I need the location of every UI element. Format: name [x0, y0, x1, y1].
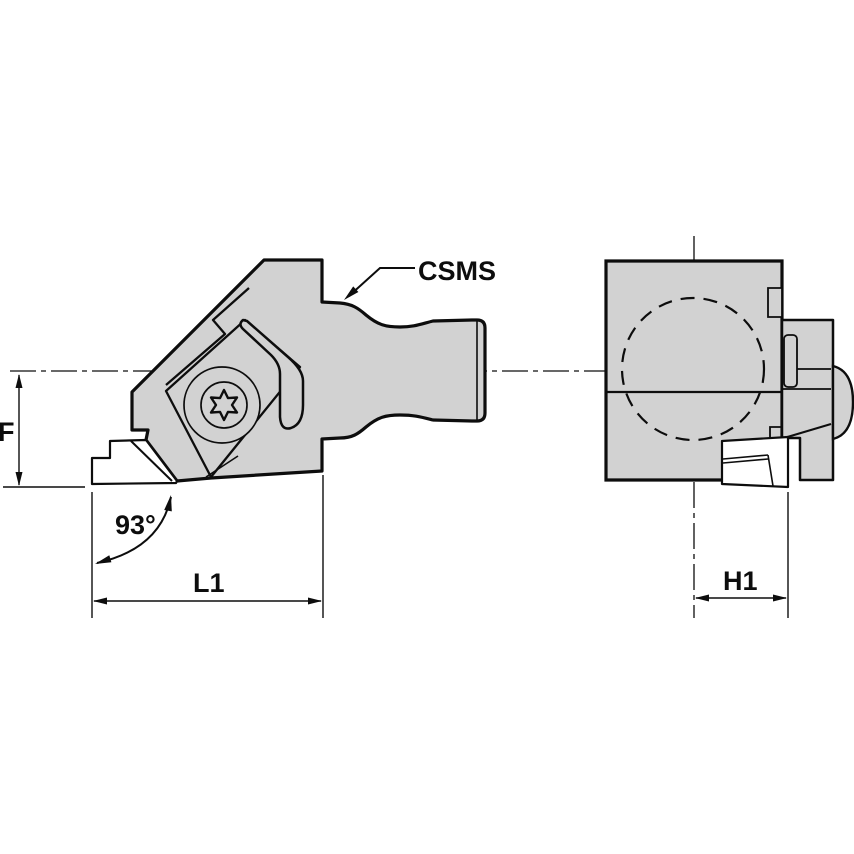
leader-line	[349, 268, 415, 296]
blade-slot-line	[166, 288, 249, 385]
l1-arrow-right	[308, 597, 322, 605]
keyway-notch	[768, 288, 782, 317]
f-label: F	[0, 417, 15, 447]
tool-body-outline	[132, 260, 485, 481]
angle-arrow-upper	[164, 495, 172, 512]
arrowheads	[15, 286, 787, 605]
insert-edge-line-3	[768, 455, 773, 486]
insert-edge-line-1	[723, 455, 768, 459]
insert-tip	[92, 440, 177, 484]
f-arrow-up	[15, 374, 23, 388]
screw-dome	[833, 366, 853, 439]
end-view	[606, 261, 853, 487]
l1-label: L1	[193, 568, 225, 598]
angle-arrow-lower	[95, 555, 112, 564]
h1-label: H1	[723, 566, 758, 596]
l1-arrow-left	[93, 597, 107, 605]
insert-seam-line	[131, 441, 172, 481]
hidden-bore-circle	[622, 298, 764, 440]
angle-label: 93°	[115, 510, 156, 540]
screw-head-circle	[201, 382, 247, 428]
torx-screw-icon	[211, 390, 237, 420]
clamp-tab	[784, 335, 797, 387]
insert-edge-line-2	[723, 459, 768, 463]
seat-seam-line	[206, 456, 238, 477]
f-arrow-down	[15, 472, 23, 486]
side-view	[92, 260, 485, 484]
csms-label: CSMS	[418, 256, 496, 286]
clamp-block-protrusion	[782, 320, 833, 480]
clamp-finger	[241, 320, 304, 429]
h1-arrow-left	[695, 594, 709, 602]
protrusion-chamfer	[784, 424, 831, 438]
leader-arrow	[344, 286, 359, 300]
h1-arrow-right	[773, 594, 787, 602]
